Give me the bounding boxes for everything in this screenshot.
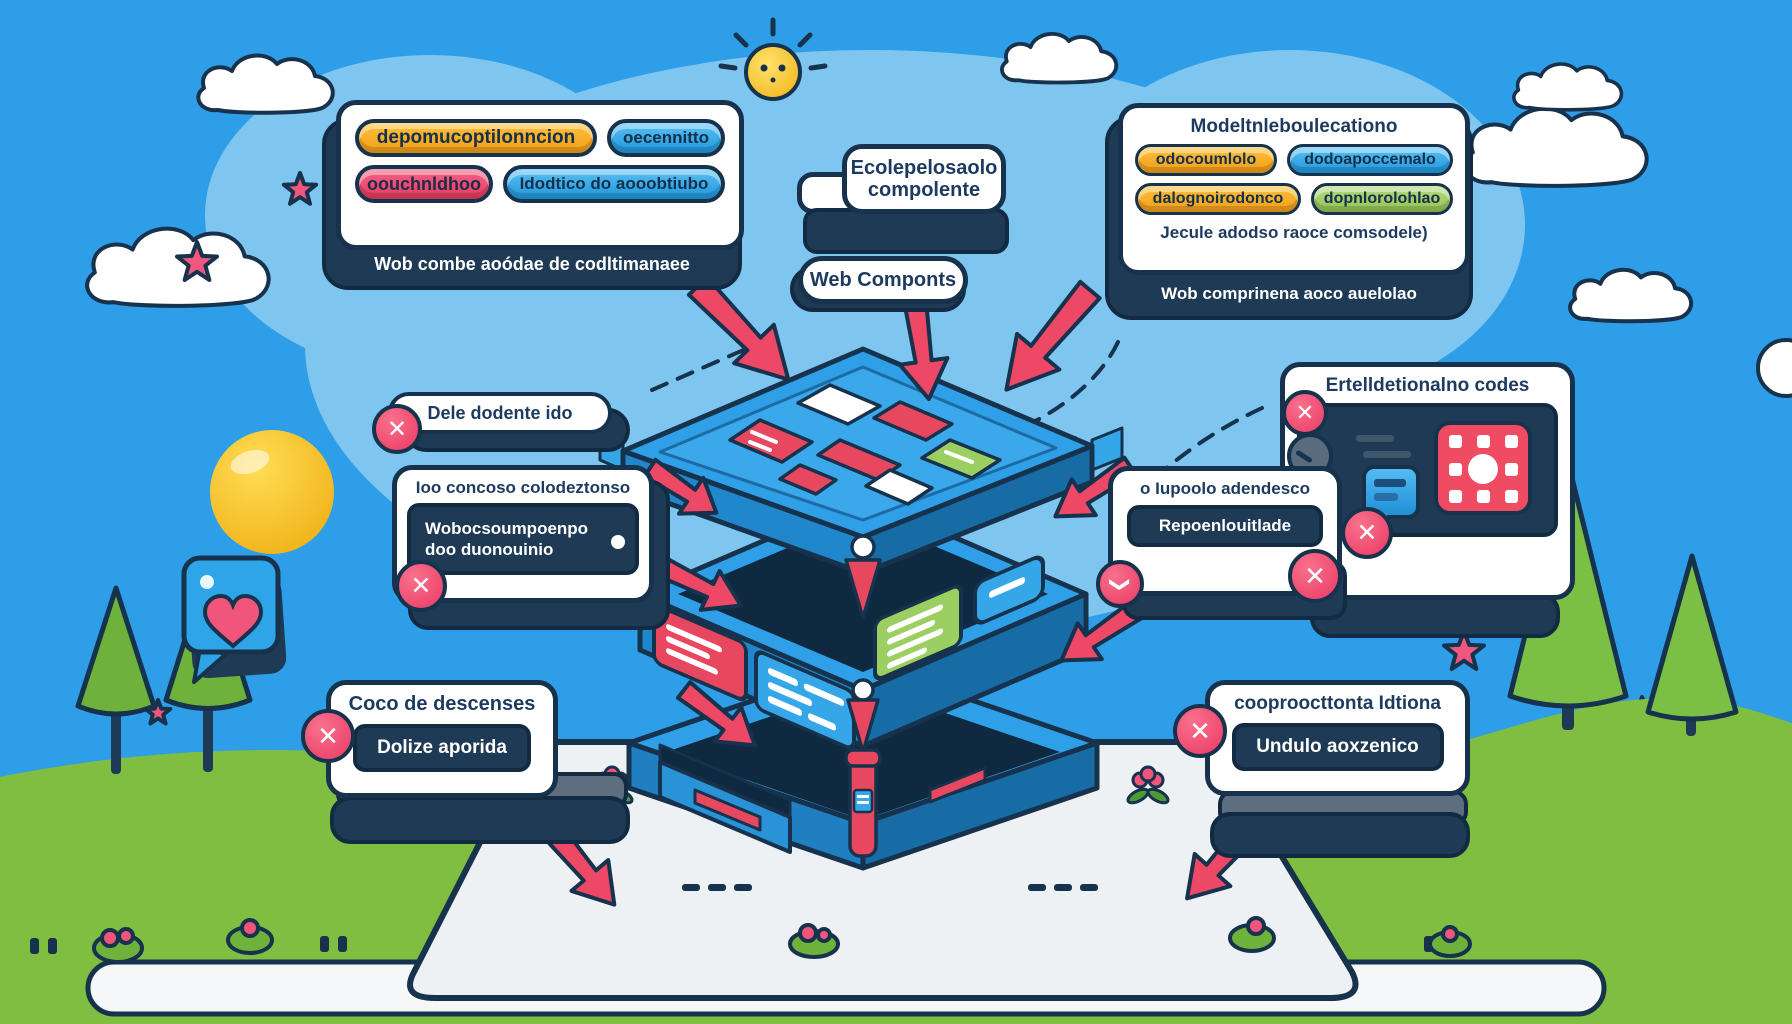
right-mid-pill[interactable]: Repoenlouitlade [1127, 505, 1323, 547]
darkbox-line1: Wobocsoumpoenpo [425, 518, 589, 538]
sun-icon [718, 17, 828, 101]
pill-tag[interactable]: odocoumlolo [1135, 144, 1277, 176]
tree-right-2 [1645, 553, 1739, 736]
top-right-caption: Wob comprinena aoco auelolao [1161, 284, 1417, 303]
bottom-left-pill-label: Dolize aporida [377, 737, 507, 758]
component-stack [598, 346, 1124, 871]
photo-heart-bubble [181, 555, 287, 684]
top-center-banner: Ecolepelosaolo compolente [842, 144, 1006, 214]
drawer-handle [693, 788, 762, 832]
pill-tag[interactable]: oouchnldhoo [355, 165, 493, 203]
mid-left-card-title: Ioo concoso colodeztonso [415, 478, 631, 497]
dot [611, 535, 625, 549]
pill-tag[interactable]: Idodtico do aooobtiubo [503, 165, 725, 203]
bottom-right-pill[interactable]: Undulo aoxzenico [1231, 723, 1444, 771]
darkbox-line2: doo duonouinio [425, 540, 554, 559]
bottom-left-pill[interactable]: Dolize aporida [353, 724, 531, 772]
bottom-left-title: Coco de descenses [348, 693, 536, 715]
error-badge[interactable]: ✕ [372, 404, 422, 454]
pill-tag[interactable]: dopnlorolohlao [1311, 183, 1453, 215]
pill-tag[interactable]: dalognoirodonco [1135, 183, 1301, 215]
mid-left-tag-label: Dele dodente ido [427, 402, 573, 423]
top-left-panel: depomucoptilonncion oecennitto oouchnldh… [336, 100, 744, 250]
stack-layer-top [598, 346, 1124, 620]
bottom-right-base [1210, 812, 1470, 858]
dash [1363, 451, 1411, 458]
right-panel: Ertelldetionalno codes [1280, 362, 1575, 600]
error-badge[interactable]: ✕ [1288, 549, 1342, 603]
top-right-note: Jecule adodso raoce comsodele) [1160, 223, 1428, 242]
pill-tag[interactable]: depomucoptilonncion [355, 119, 597, 157]
bottom-right-card: cooproocttonta Idtiona Undulo aoxzenico [1205, 680, 1470, 796]
close-icon: ✕ [1295, 400, 1315, 425]
error-badge[interactable]: ✕ [301, 709, 355, 763]
right-panel-header: Ertelldetionalno codes [1325, 375, 1530, 396]
close-icon: ✕ [317, 720, 339, 751]
right-mid-title: o Iupoolo adendesco [1139, 479, 1310, 498]
yellow-ball [210, 430, 334, 554]
banner-ghost-dark [803, 208, 1009, 254]
error-badge[interactable]: ✕ [395, 560, 447, 612]
close-icon: ✕ [1356, 519, 1378, 547]
banner-line1: Ecolepelosaolo [850, 157, 998, 179]
pill-tag[interactable]: dodoapoccemalo [1287, 144, 1453, 176]
mid-left-tag: Dele dodente ido [388, 392, 612, 434]
error-badge[interactable]: ✕ [1282, 390, 1328, 436]
pill-tag[interactable]: oecennitto [607, 119, 725, 157]
bottom-left-base [330, 796, 630, 844]
error-badge[interactable]: ✕ [1173, 704, 1227, 758]
platform-dashes [682, 884, 1098, 891]
right-mid-pill-label: Repoenlouitlade [1158, 516, 1292, 535]
bottom-left-card: Coco de descenses Dolize aporida [326, 680, 558, 798]
error-badge[interactable]: ✕ [1341, 507, 1393, 559]
top-left-caption: Wob combe aoódae de codltimanaee [374, 254, 690, 274]
led-grid-icon[interactable] [1434, 421, 1532, 515]
close-icon: ✕ [386, 415, 408, 443]
bushes [92, 916, 1472, 964]
side-handle [928, 766, 987, 804]
chevron-down-badge[interactable]: ❯ [1096, 560, 1144, 608]
web-components-banner[interactable]: Web Componts [798, 256, 968, 304]
dash [1356, 435, 1394, 442]
heart-icon [202, 593, 264, 649]
bottom-right-title: cooproocttonta Idtiona [1234, 693, 1441, 714]
close-icon: ✕ [410, 572, 432, 600]
top-right-header: Modeltnleboulecationo [1190, 116, 1398, 137]
top-right-panel: Modeltnleboulecationo odocoumlolo dodoap… [1118, 103, 1470, 275]
clouds [87, 31, 1792, 398]
banner-line2: compolente [867, 179, 981, 201]
web-components-label: Web Componts [809, 268, 957, 291]
tree-left-1 [75, 585, 157, 774]
stack-connector [844, 748, 882, 858]
mid-left-card-darkbox: Wobocsoumpoenpo doo duonouinio [407, 503, 639, 575]
close-icon: ✕ [1304, 560, 1326, 591]
close-icon: ✕ [1189, 715, 1211, 746]
chevron-down-icon: ❯ [1108, 575, 1131, 593]
bottom-right-pill-label: Undulo aoxzenico [1256, 736, 1419, 757]
